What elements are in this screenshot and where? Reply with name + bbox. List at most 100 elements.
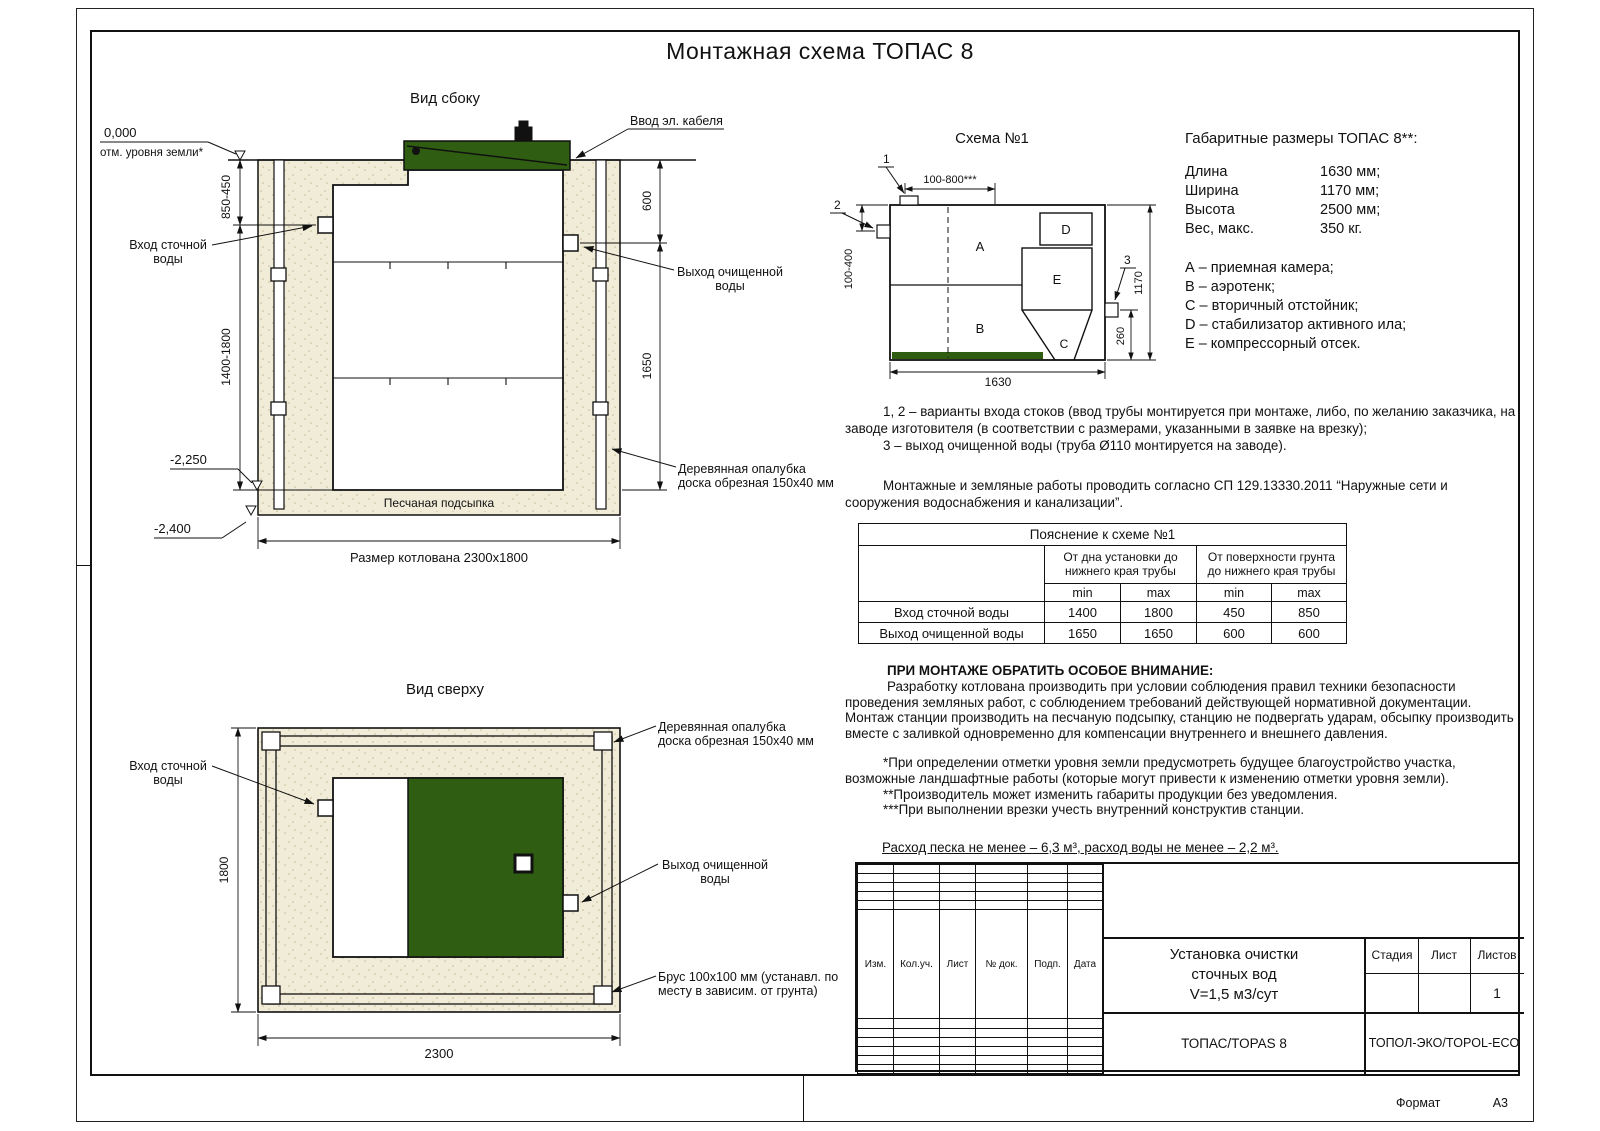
- scheme-inlet-2: [876, 224, 891, 239]
- page-title: Монтажная схема ТОПАС 8: [666, 38, 974, 64]
- model-label: ТОПАС/TOPAS 8: [1181, 1035, 1287, 1051]
- attention-body: Разработку котлована производить при усл…: [845, 678, 1514, 742]
- table-cell: 1650: [1120, 622, 1197, 644]
- corner-beam: [593, 985, 613, 1005]
- level-zero-note: отм. уровня земли*: [100, 147, 204, 159]
- dim-unit-width: 1170: [1133, 271, 1145, 295]
- table-cell: 850: [1271, 601, 1347, 623]
- corner-beam: [261, 731, 281, 751]
- title-block-right: Установка очистки сточных вод V=1,5 м3/с…: [1102, 864, 1524, 1074]
- compartment-c-label: C: [1060, 337, 1069, 351]
- scheme-notes: 1, 2 – варианты входа стоков (ввод трубы…: [845, 403, 1523, 454]
- spec-label: Ширина: [1185, 183, 1239, 199]
- scheme-leaders: [830, 166, 1136, 301]
- consumption-note: Расход песка не менее – 6,3 м³, расход в…: [882, 840, 1279, 855]
- outlet-label-2: воды: [700, 872, 729, 886]
- compartment-d-box: [1039, 212, 1093, 246]
- lid-hinge: [412, 147, 420, 155]
- compartment-b-label: B: [976, 321, 985, 336]
- dim-surface-to-outlet: 600: [640, 191, 654, 211]
- sheet-label: Лист: [1430, 948, 1458, 962]
- table-cell: 1650: [1044, 622, 1121, 644]
- formwork-label: Деревянная опалубка: [678, 462, 806, 476]
- compartment-legend: А – приемная камера; В – аэротенк; С – в…: [1185, 259, 1525, 354]
- formwork-board-right: [595, 159, 607, 510]
- dim-bottom-to-outlet: 1650: [640, 352, 654, 379]
- dim-inlet-horizontal: 100-800***: [923, 174, 977, 186]
- table-cell: 600: [1196, 622, 1272, 644]
- inlet-label-2: воды: [153, 252, 182, 266]
- attention-block: ПРИ МОНТАЖЕ ОБРАТИТЬ ОСОБОЕ ВНИМАНИЕ: Ра…: [845, 663, 1521, 742]
- formwork-label: Деревянная опалубка: [658, 720, 786, 734]
- dim-outlet-height: 260: [1115, 327, 1127, 345]
- regulations-note: Монтажные и земляные работы проводить со…: [845, 477, 1523, 511]
- dim-inlet-vertical: 100-400: [843, 249, 855, 289]
- col-header: Изм.: [857, 909, 894, 1020]
- attention-heading: ПРИ МОНТАЖЕ ОБРАТИТЬ ОСОБОЕ ВНИМАНИЕ:: [887, 663, 1214, 678]
- project-name-line2: сточных вод: [1191, 965, 1277, 983]
- level-unit-bottom: -2,250: [170, 452, 207, 467]
- brand-label: ТОПОЛ-ЭКО/TOPOL-ECO: [1368, 1036, 1520, 1050]
- inlet-pipe: [317, 216, 334, 234]
- scheme-marker-1: 1: [883, 152, 890, 166]
- stage-grid: Стадия Лист Листов 1: [1366, 937, 1524, 1012]
- sand-label: Песчаная подсыпка: [384, 496, 495, 510]
- sheets-label: Листов: [1477, 948, 1517, 962]
- outlet-label: Выход очищенной: [662, 858, 768, 872]
- spec-label: Вес, макс.: [1185, 221, 1254, 237]
- lid-hatch: [513, 853, 534, 874]
- side-view-geometry: [228, 120, 696, 516]
- spec-value: 2500 мм;: [1320, 202, 1381, 218]
- sheet-frame: [90, 30, 1520, 1076]
- table-min-header: min: [1196, 583, 1272, 602]
- sheets-count: 1: [1493, 984, 1501, 1001]
- formwork-label-2: доска обрезная 150х40 мм: [658, 734, 814, 748]
- formwork-band-outer: [265, 735, 613, 1005]
- dim-pit-length: 2300: [425, 1046, 454, 1061]
- top-view-labels: Вход сточной воды Деревянная опалубка до…: [129, 720, 838, 1061]
- scheme-dimension-lines: [856, 183, 1156, 379]
- table-group-header: От дна установки до нижнего края трубы: [1044, 545, 1197, 584]
- scheme-marker-2: 2: [834, 198, 841, 212]
- level-mark-text: 0,000 отм. уровня земли* -2,250 -2,400: [100, 125, 207, 536]
- vent-cap: [514, 126, 533, 142]
- center-mark-bottom: [803, 1076, 804, 1122]
- corner-beam: [261, 985, 281, 1005]
- dim-unit-length: 1630: [985, 375, 1012, 389]
- inlet-label: Вход сточной: [129, 759, 207, 773]
- formwork-clamp: [592, 267, 609, 282]
- project-name-line1: Установка очистки: [1169, 945, 1299, 963]
- formwork-label-2: доска обрезная 150х40 мм: [678, 476, 834, 490]
- dim-surface-to-inlet: 850-450: [219, 175, 233, 219]
- outlet-pipe-top: [562, 894, 579, 912]
- table-row: Вход сточной воды 1400 1800 450 850: [858, 601, 1347, 623]
- spec-row: Вес, макс.350 кг.: [1185, 220, 1525, 239]
- legend-item: В – аэротенк;: [1185, 279, 1275, 295]
- formwork-clamp: [270, 267, 287, 282]
- spec-value: 1630 мм;: [1320, 164, 1381, 180]
- scheme-heading: Схема №1: [955, 130, 1029, 147]
- revision-grid-header: Изм. Кол.уч. Лист № док. Подп. Дата: [857, 909, 1103, 1020]
- note-variants: 1, 2 – варианты входа стоков (ввод трубы…: [845, 404, 1516, 436]
- project-name: Установка очистки сточных вод V=1,5 м3/с…: [1104, 940, 1364, 1010]
- table-min-header: min: [1044, 583, 1121, 602]
- level-zero: 0,000: [104, 125, 137, 140]
- title-block: Изм. Кол.уч. Лист № док. Подп. Дата Уста…: [855, 862, 1524, 1075]
- table-cell: 1400: [1044, 601, 1121, 623]
- legend-item: А – приемная камера;: [1185, 260, 1334, 276]
- side-view-heading: Вид сбоку: [410, 90, 480, 107]
- scheme-marker-3: 3: [1124, 253, 1131, 267]
- project-name-line3: V=1,5 м3/сут: [1189, 986, 1279, 1004]
- legend-item: D – стабилизатор активного ила;: [1185, 317, 1407, 333]
- stage-label: Стадия: [1371, 948, 1413, 962]
- compartment-e-box: [1021, 247, 1093, 311]
- legend-item: Е – компрессорный отсек.: [1185, 336, 1361, 352]
- compartment-e-label: E: [1053, 272, 1062, 287]
- footnote-3: ***При выполнении врезки учесть внутренн…: [883, 802, 1305, 818]
- explanation-table: Пояснение к схеме №1 От дна установки до…: [858, 523, 1347, 644]
- top-view-drawing: Вход сточной воды Деревянная опалубка до…: [129, 720, 838, 1061]
